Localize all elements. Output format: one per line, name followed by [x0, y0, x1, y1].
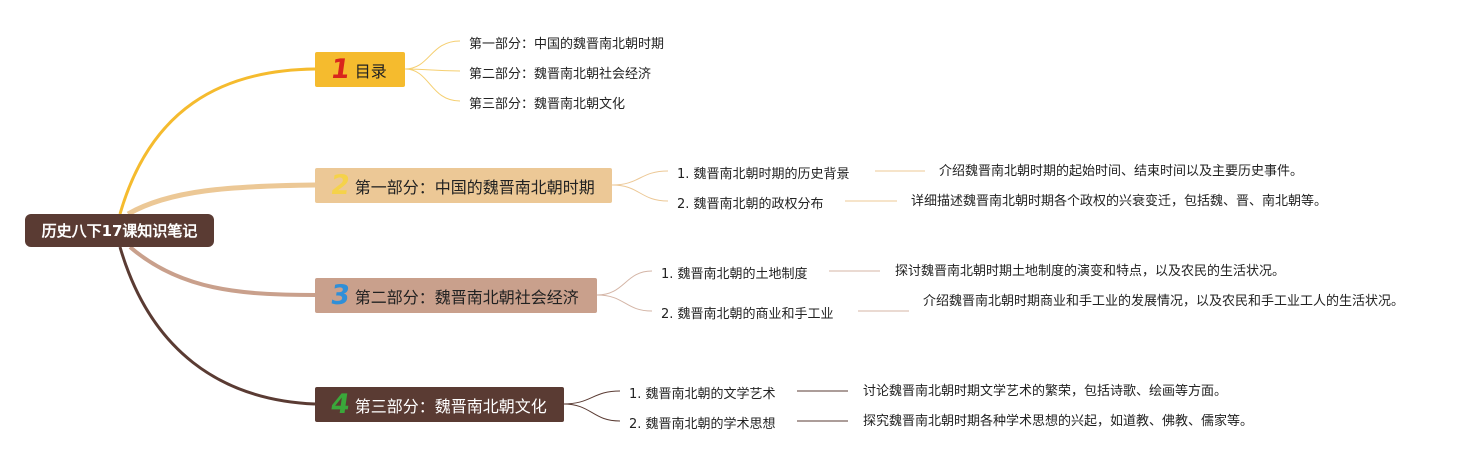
branch-3-item-1[interactable]: 1. 魏晋南北朝的土地制度	[661, 267, 808, 282]
link-b3-item-2	[596, 294, 653, 312]
branch-4-item-1-desc: 讨论魏晋南北朝时期文学艺术的繁荣，包括诗歌、绘画等方面。	[863, 384, 1228, 399]
link-b1-item-3	[404, 68, 461, 102]
branch-3-item-1-desc: 探讨魏晋南北朝时期土地制度的演变和特点，以及农民的生活状况。	[895, 264, 1286, 279]
branch-1-item-1[interactable]: 第一部分：中国的魏晋南北朝时期	[469, 37, 665, 52]
root-label: 历史八下17课知识笔记	[41, 222, 198, 240]
branch-number-3: 3	[328, 280, 352, 311]
link-root-branch-4	[118, 246, 316, 406]
branch-label-1: 目录	[354, 61, 387, 81]
link-b4-item-2	[562, 403, 621, 422]
root-node[interactable]: 历史八下17课知识笔记	[25, 214, 214, 247]
link-b4-item-1	[562, 390, 621, 405]
branch-number-1: 1	[328, 54, 352, 85]
branch-1-item-3[interactable]: 第三部分：魏晋南北朝文化	[469, 97, 626, 112]
branch-node-4[interactable]: 4 第三部分：魏晋南北朝文化	[315, 387, 564, 422]
link-b3-item-1	[596, 270, 653, 296]
branch-3-item-2-desc: 介绍魏晋南北朝时期商业和手工业的发展情况，以及农民和手工业工人的生活状况。	[923, 294, 1405, 309]
branch-2-item-1-desc: 介绍魏晋南北朝时期的起始时间、结束时间以及主要历史事件。	[939, 164, 1304, 179]
branch-1-item-2[interactable]: 第二部分：魏晋南北朝社会经济	[469, 67, 652, 82]
link-root-branch-1	[118, 67, 316, 215]
link-root-branch-2	[126, 182, 316, 217]
branch-label-4: 第三部分：魏晋南北朝文化	[354, 396, 547, 416]
branch-node-1[interactable]: 1 目录	[315, 52, 405, 87]
branch-node-2[interactable]: 2 第一部分：中国的魏晋南北朝时期	[315, 168, 612, 203]
branch-number-4: 4	[328, 389, 352, 420]
branch-number-2: 2	[328, 170, 352, 201]
branch-3-item-2[interactable]: 2. 魏晋南北朝的商业和手工业	[661, 307, 834, 322]
branch-4-item-1[interactable]: 1. 魏晋南北朝的文学艺术	[629, 387, 776, 402]
link-b2-item-2	[611, 184, 669, 202]
branch-2-item-2-desc: 详细描述魏晋南北朝时期各个政权的兴衰变迁，包括魏、晋、南北朝等。	[911, 194, 1328, 209]
link-b2-item-1	[611, 170, 669, 186]
link-root-branch-3	[128, 245, 316, 297]
branch-label-3: 第二部分：魏晋南北朝社会经济	[354, 287, 579, 307]
branch-4-item-2-desc: 探究魏晋南北朝时期各种学术思想的兴起，如道教、佛教、儒家等。	[863, 414, 1254, 429]
branch-2-item-1[interactable]: 1. 魏晋南北朝时期的历史背景	[677, 167, 850, 182]
branch-4-item-2[interactable]: 2. 魏晋南北朝的学术思想	[629, 417, 776, 432]
link-b1-item-1	[404, 40, 461, 70]
branch-2-item-2[interactable]: 2. 魏晋南北朝的政权分布	[677, 197, 824, 212]
link-b1-item-2	[404, 68, 461, 72]
branch-node-3[interactable]: 3 第二部分：魏晋南北朝社会经济	[315, 278, 597, 313]
branch-label-2: 第一部分：中国的魏晋南北朝时期	[354, 177, 595, 197]
